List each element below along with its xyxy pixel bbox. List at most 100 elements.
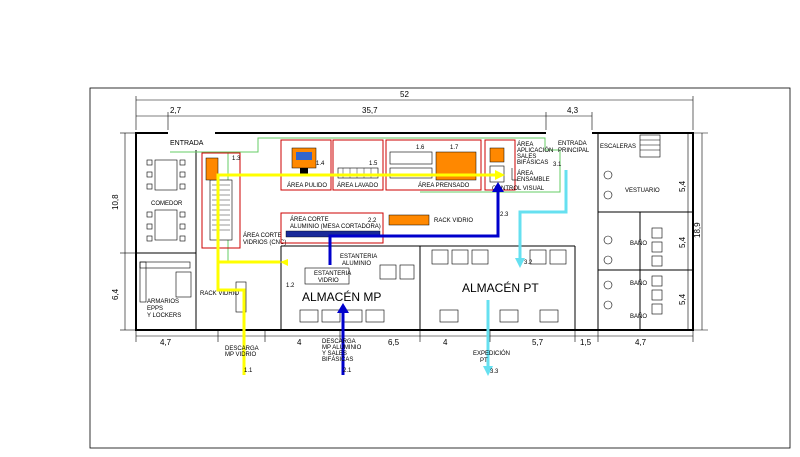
flow-1-5: 1.5 (369, 161, 378, 167)
flow-2-3: 2.3 (500, 212, 509, 218)
dim-bottom-5: 5,7 (532, 338, 544, 347)
zone-lavado (332, 139, 384, 191)
rack-vidrio-mid (388, 214, 430, 226)
dim-bottom-6: 1,5 (580, 338, 592, 347)
dim-top-mid: 35,7 (362, 106, 378, 115)
almacen-pt-label: ALMACÉN PT (462, 280, 539, 295)
corte-aluminio-label-1: ÁREA CORTE (290, 216, 329, 223)
expedicion-1: EXPEDICIÓN (473, 350, 510, 357)
descarga-alum-2: MP ALUMINIO (322, 345, 362, 351)
armarios-label-1: ARMARIOS (147, 299, 179, 305)
flow-aluminio (328, 190, 500, 375)
flow-pt-arrow (515, 258, 525, 268)
descarga-alum-1: DESCARGA (322, 339, 356, 345)
flow-1-4: 1.4 (316, 161, 325, 167)
ensamble-bracket (511, 168, 518, 181)
corte-cnc-label-2: VIDRIOS (CNC) (243, 240, 286, 246)
ensamble-label-2: ENSAMBLE (517, 177, 550, 183)
flow-3-1: 3.1 (553, 162, 562, 168)
aplicacion-label-2: APLICACIÓN (517, 147, 553, 154)
dim-top-left: 2,7 (170, 106, 182, 115)
estanteria-vidrio (304, 267, 350, 285)
estanteria-vidrio-label-2: VIDRIO (318, 278, 339, 284)
top-dimensions (135, 96, 694, 130)
lavado-label: ÁREA LAVADO (337, 182, 378, 189)
expedicion-2: PT (480, 358, 488, 364)
rack-vidrio-left-label: RACK VIDRIO (200, 291, 239, 297)
estanteria-aluminio-label-2: ALUMINIO (342, 261, 371, 267)
bano-1-label: BAÑO (630, 240, 647, 247)
dim-right-b: 5,4 (678, 236, 687, 248)
cnc-machine (205, 157, 233, 241)
dim-bottom-4: 4 (443, 338, 448, 347)
flow-1-3: 1.3 (232, 156, 241, 162)
dim-right-a: 5,4 (678, 180, 687, 192)
aplicacion-label-4: BIFÁSICAS (517, 159, 548, 166)
zone-corte-cnc (201, 152, 241, 249)
zone-prensado (385, 139, 482, 191)
flow-3-3: 3.3 (490, 369, 499, 375)
dim-bottom-1: 4,7 (160, 338, 172, 347)
almacen-mp-label: ALMACÉN MP (302, 289, 381, 304)
escaleras-label: ESCALERAS (600, 144, 636, 150)
bottom-dimensions (135, 330, 694, 342)
escaleras (639, 134, 661, 158)
descarga-alum-3: Y SALES (322, 351, 347, 357)
flow-1-1: 1.1 (244, 368, 253, 374)
flow-2-2: 2.2 (368, 218, 377, 224)
aplicacion-label-3: SALES (517, 154, 536, 160)
pulido-machine (291, 147, 317, 174)
bano-3-label: BAÑO (630, 313, 647, 320)
descarga-alum-4: BIFÁSICAS (322, 356, 353, 363)
entrada-principal-1: ENTRADA (558, 141, 587, 147)
dim-left-lower: 6,4 (111, 288, 120, 300)
bano-2-label: BAÑO (630, 280, 647, 287)
flow-vidrio (216, 173, 495, 375)
left-dimensions (120, 132, 136, 331)
flow-1-7: 1.7 (450, 145, 459, 151)
aplicacion-label-1: ÁREA (517, 141, 533, 148)
prensado-label: ÁREA PRENSADO (418, 182, 470, 189)
armarios-label-3: Y LOCKERS (147, 313, 181, 319)
descarga-vidrio-2: MP VIDRIO (225, 352, 257, 358)
dim-top-right: 4,3 (567, 106, 579, 115)
ensamble-label-1: ÁREA (517, 170, 533, 177)
right-rooms (597, 133, 693, 330)
dim-right-c: 5,4 (678, 293, 687, 305)
dim-bottom-7: 4,7 (635, 338, 647, 347)
green-path (170, 137, 561, 193)
vestuario-label: VESTUARIO (625, 188, 660, 194)
dim-bottom-3: 6,5 (388, 338, 400, 347)
zone-corte-aluminio (280, 212, 384, 244)
control-visual-label: CONTROL VISUAL (492, 186, 545, 192)
corte-aluminio-label-2: ALUMINIO (MESA CORTADORA) (290, 224, 381, 230)
armarios-label-2: EPPS (147, 306, 163, 312)
rack-vidrio-mid-label: RACK VIDRIO (434, 218, 473, 224)
descarga-vidrio-1: DESCARGA (225, 346, 259, 352)
flow-3-2: 3.2 (524, 260, 533, 266)
building-walls (135, 132, 694, 331)
corte-cnc-label-1: ÁREA CORTE (243, 232, 282, 239)
zone-pulido (280, 139, 332, 191)
zone-aplicacion (484, 139, 516, 191)
flow-aluminio-arrow (337, 303, 349, 313)
flow-2-1: 2.1 (343, 368, 352, 374)
drawing-frame (89, 87, 791, 449)
dim-bottom-2: 4 (297, 338, 302, 347)
comedor-label: COMEDOR (151, 201, 183, 207)
flow-1-6: 1.6 (416, 145, 425, 151)
comedor-tables (146, 159, 186, 242)
estanteria-vidrio-label-1: ESTANTERIA (314, 271, 351, 277)
lockers (139, 261, 192, 303)
dim-left-upper: 10,8 (111, 194, 120, 210)
entrada-label: ENTRADA (170, 140, 204, 147)
pulido-label: ÁREA PULIDO (287, 182, 327, 189)
flow-pt (486, 170, 568, 370)
dim-top-total: 52 (400, 90, 409, 99)
dim-right-total: 18,9 (693, 222, 702, 238)
estanteria-aluminio-label-1: ESTANTERIA (340, 254, 377, 260)
sanitarios (603, 170, 663, 315)
rack-vidrio-left (235, 281, 247, 313)
entrada-principal-2: PRINCIPAL (558, 148, 590, 154)
